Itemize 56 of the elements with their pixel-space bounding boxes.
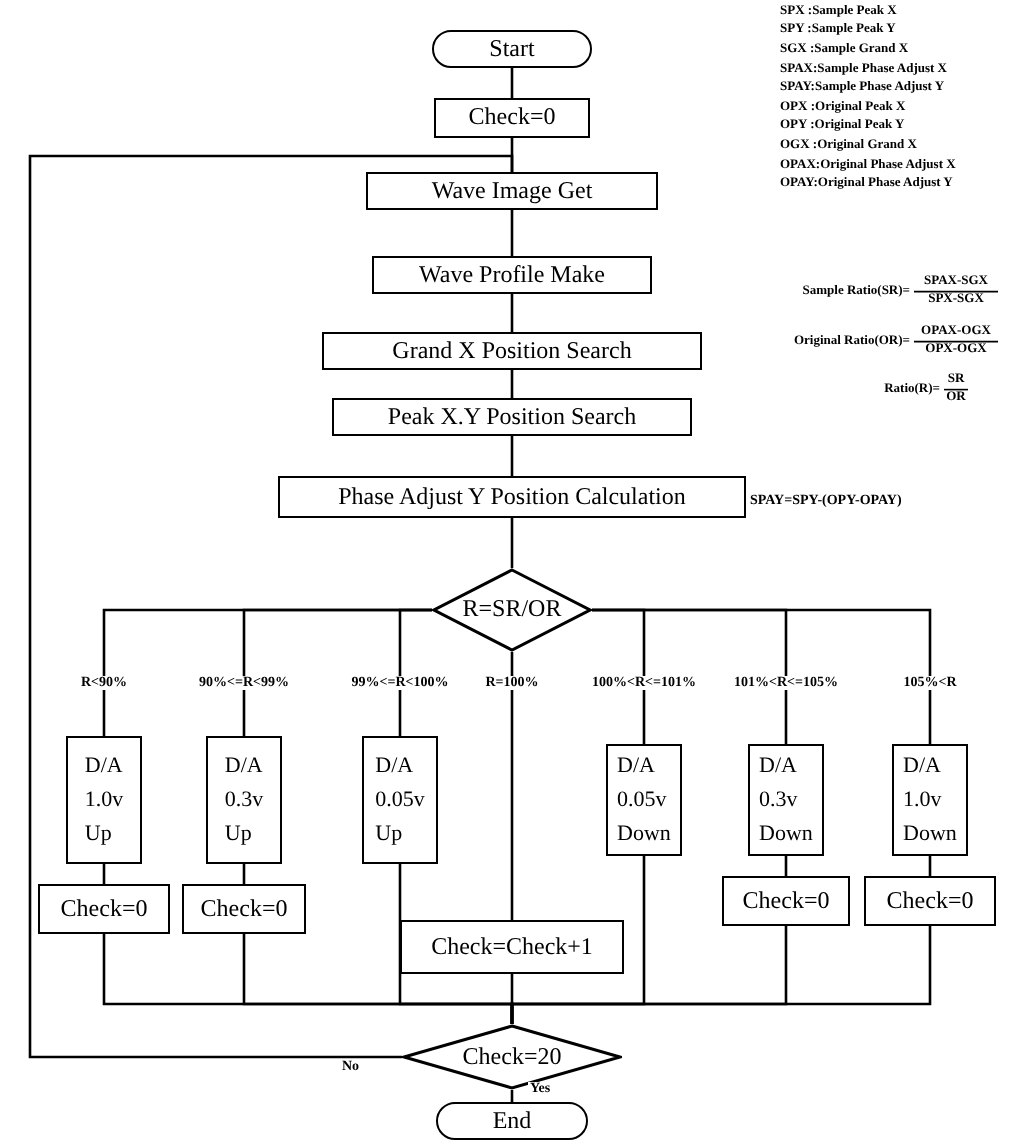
process-box (372, 256, 652, 294)
connector-line (510, 926, 932, 1024)
node-text: End (492, 1107, 532, 1135)
connector-line (510, 370, 514, 398)
node-text: Grand X Position Search (392, 337, 632, 365)
process-box (864, 876, 996, 926)
node-text: Check=0 (200, 895, 288, 923)
connector-line (510, 294, 514, 332)
node-text: D/A 0.05v Down (617, 751, 671, 849)
node-text: D/A 0.3v Down (759, 751, 813, 849)
connector-line (592, 608, 932, 744)
process-box (362, 736, 438, 864)
node-text: Phase Adjust Y Position Calculation (338, 483, 686, 511)
process-box (182, 884, 306, 934)
process-box (66, 736, 142, 864)
connector-line (510, 652, 514, 920)
process-box (606, 744, 682, 856)
process-box (892, 744, 968, 856)
process-box (722, 876, 850, 926)
connector-line (242, 864, 246, 884)
process-box (748, 744, 824, 856)
process-box (366, 172, 658, 210)
node-text: Wave Image Get (431, 177, 593, 205)
process-box (322, 332, 702, 370)
node-text: Check=0 (886, 887, 974, 915)
node-text: D/A 0.3v Up (224, 751, 264, 849)
connector-line (398, 608, 432, 736)
terminal-box (432, 30, 592, 68)
connector-line (28, 154, 514, 1059)
node-text: R=SR/OR (462, 596, 562, 624)
connector-line (102, 864, 106, 884)
process-box (400, 920, 624, 974)
connector-line (510, 518, 514, 568)
node-text: Start (489, 35, 535, 63)
process-box (434, 98, 590, 138)
decision-diamond (402, 1024, 622, 1090)
node-text: Check=0 (468, 104, 556, 132)
node-text: D/A 0.05v Up (375, 751, 425, 849)
node-text: Peak X.Y Position Search (387, 403, 637, 431)
connector-line (510, 436, 514, 476)
connector-line (928, 856, 932, 876)
node-text: Check=0 (60, 895, 148, 923)
node-text: Check=Check+1 (431, 933, 593, 961)
connector-line (510, 210, 514, 256)
node-text: D/A 1.0v Down (903, 751, 957, 849)
node-text: Check=0 (742, 887, 830, 915)
process-box (332, 398, 692, 436)
connector-line (784, 856, 788, 876)
terminal-box (436, 1102, 588, 1140)
node-text: D/A 1.0v Up (84, 751, 124, 849)
node-text: Wave Profile Make (419, 261, 605, 289)
process-box (38, 884, 170, 934)
decision-diamond (432, 568, 592, 652)
node-text: Check=20 (462, 1043, 562, 1071)
connector-line (510, 68, 514, 98)
process-box (206, 736, 282, 864)
